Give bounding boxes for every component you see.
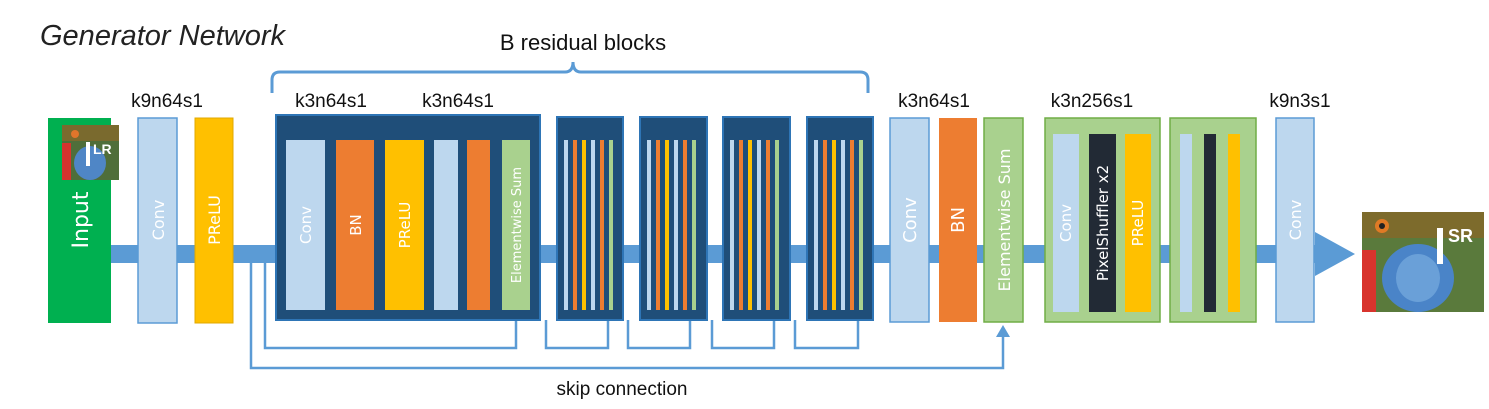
post-conv-label: Conv — [900, 197, 921, 243]
post-elementwise-sum-label: Elementwise Sum — [995, 149, 1014, 292]
res-conv-2 — [434, 140, 458, 310]
upsample-conv — [1053, 134, 1079, 312]
param-label-final-conv: k9n3s1 — [1269, 91, 1330, 112]
res-conv-1-label: Conv — [297, 206, 315, 244]
res-bn-1 — [336, 140, 374, 310]
post-elementwise-sum — [983, 117, 1024, 323]
first-prelu-layer — [194, 117, 234, 324]
lr-label: LR — [93, 141, 112, 157]
param-label-res-conv-2: k3n64s1 — [422, 91, 494, 112]
upsample-conv-label: Conv — [1057, 204, 1075, 242]
res-conv-1 — [286, 140, 325, 310]
sr-label: SR — [1448, 226, 1473, 246]
param-label-first-conv: k9n64s1 — [131, 91, 203, 112]
first-prelu-label: PReLU — [205, 195, 224, 245]
residual-blocks-label: B residual blocks — [500, 30, 666, 55]
res-elementwise-sum-label: Elementwise Sum — [510, 167, 525, 283]
residual-skip-line-2 — [544, 313, 610, 350]
param-label-post-conv: k3n64s1 — [898, 91, 970, 112]
residual-skip-line-5 — [793, 313, 860, 350]
first-conv-layer — [137, 117, 178, 324]
post-bn-layer — [939, 118, 977, 322]
residual-block-4 — [722, 116, 791, 321]
residual-skip-line-4 — [710, 313, 776, 350]
res-prelu — [385, 140, 424, 310]
residual-block-expanded: Conv BN PReLU Elementwise Sum — [275, 114, 541, 321]
res-prelu-label: PReLU — [396, 202, 414, 249]
long-skip-arrowhead — [996, 325, 1010, 337]
residual-block-5 — [806, 116, 874, 321]
res-bn-2 — [467, 140, 490, 310]
upsample-prelu-label: PReLU — [1129, 200, 1147, 247]
long-skip-connection-line — [249, 262, 1005, 370]
param-label-upsample-conv: k3n256s1 — [1051, 91, 1133, 112]
first-conv-label: Conv — [149, 200, 168, 241]
param-label-res-conv-1: k3n64s1 — [295, 91, 367, 112]
residual-blocks-brace — [270, 61, 870, 93]
low-resolution-image: LR — [62, 125, 119, 180]
upsample-block-1: Conv PixelShuffler x2 PReLU — [1044, 117, 1161, 323]
residual-block-2 — [556, 116, 624, 321]
res-elementwise-sum — [502, 140, 530, 310]
final-conv-layer — [1275, 117, 1315, 323]
super-resolved-image: SR — [1362, 212, 1484, 312]
upsample-block-2 — [1169, 117, 1257, 323]
residual-block-3 — [639, 116, 708, 321]
skip-connection-label: skip connection — [557, 379, 688, 400]
residual-skip-line-1 — [263, 262, 518, 350]
diagram-title: Generator Network — [40, 20, 286, 52]
post-conv-layer — [889, 117, 930, 323]
input-block-label: Input — [69, 191, 94, 248]
pixel-shuffler-label: PixelShuffler x2 — [1094, 165, 1112, 281]
residual-skip-line-3 — [626, 313, 692, 350]
upsample-prelu — [1125, 134, 1151, 312]
final-conv-label: Conv — [1286, 200, 1305, 241]
res-bn-1-label: BN — [347, 214, 365, 236]
post-bn-label: BN — [948, 207, 969, 233]
pixel-shuffler — [1089, 134, 1116, 312]
